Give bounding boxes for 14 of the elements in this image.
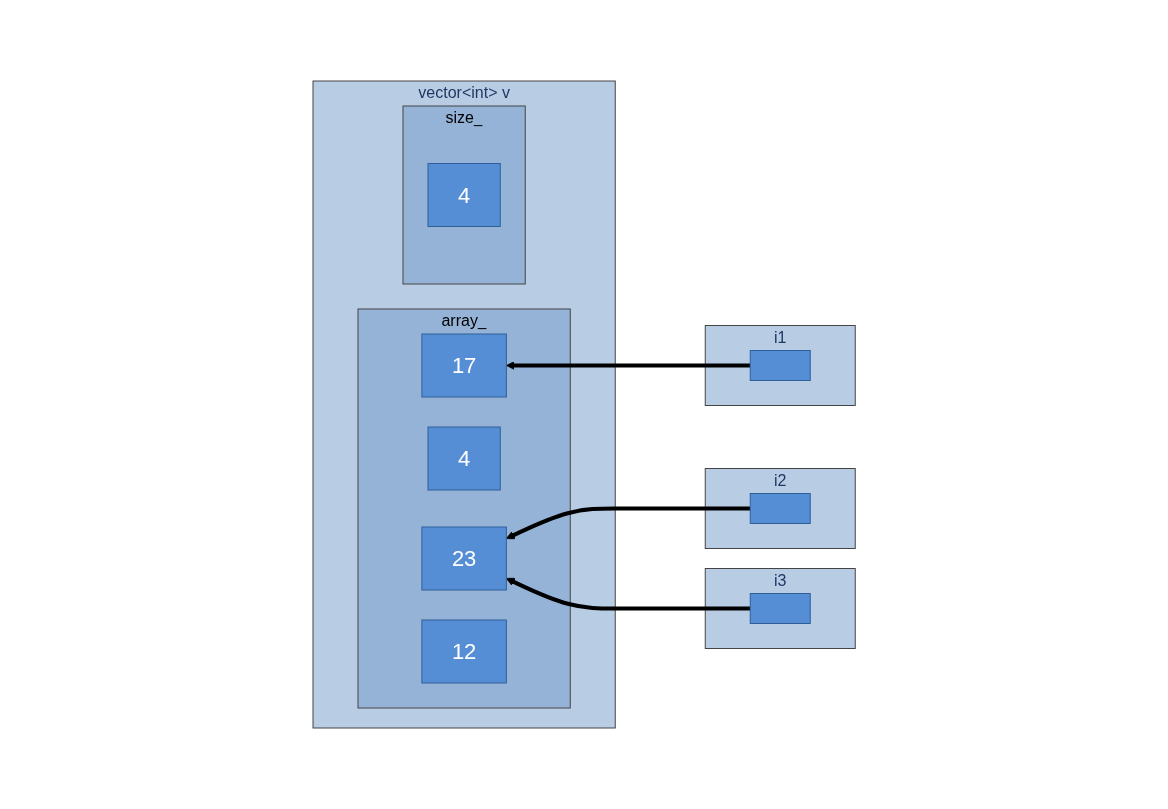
cluster: i1 xyxy=(704,325,856,406)
node-box: 4 xyxy=(427,163,501,227)
arrow xyxy=(505,506,751,540)
cluster: i3 xyxy=(704,568,856,649)
node-box: 17 xyxy=(421,333,507,398)
node-box xyxy=(749,350,811,381)
arrow xyxy=(505,361,751,370)
node-box xyxy=(749,593,811,624)
node-box: 23 xyxy=(421,526,507,591)
node-box: 4 xyxy=(427,426,501,491)
node-box: 12 xyxy=(421,619,507,684)
cluster: i2 xyxy=(704,468,856,549)
node-box xyxy=(749,493,811,524)
arrow xyxy=(505,577,751,611)
